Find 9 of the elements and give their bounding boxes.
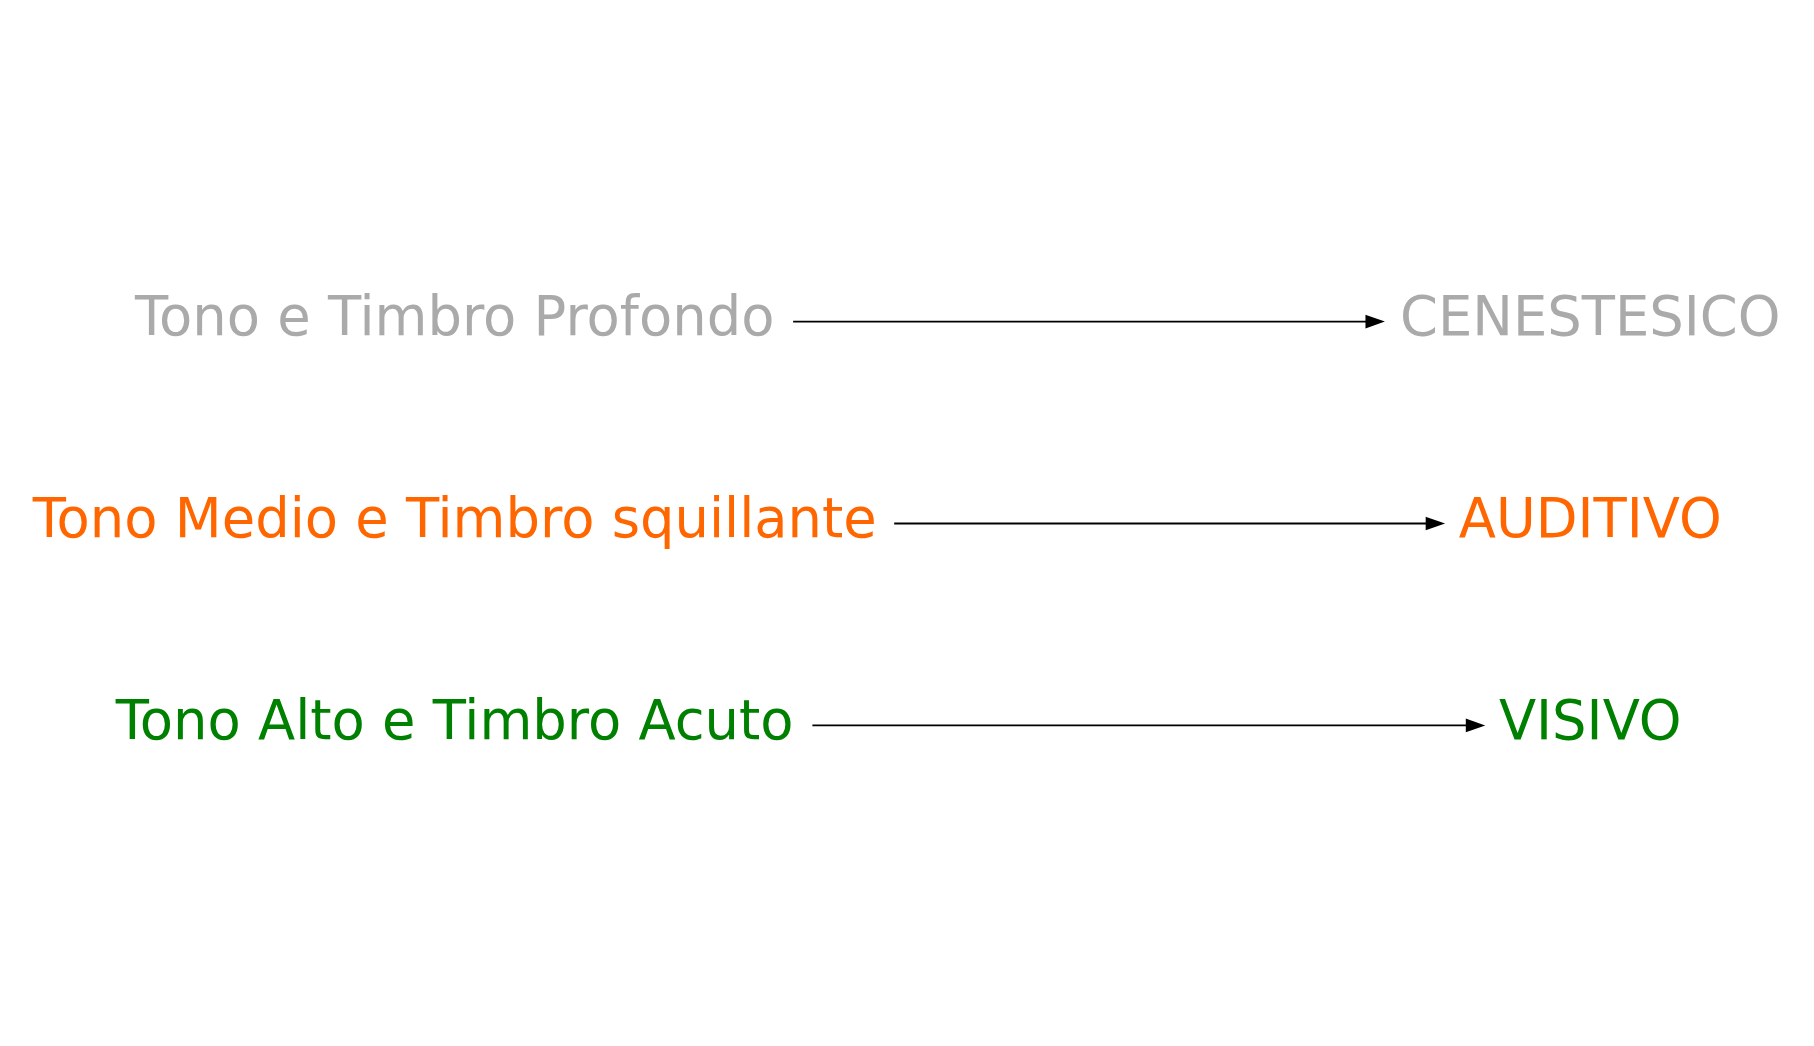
arrow — [893, 516, 1446, 530]
node-text: Tono Alto e Timbro Acuto — [115, 688, 794, 752]
arrow — [792, 314, 1385, 328]
arrow — [811, 718, 1486, 732]
node-text: CENESTESICO — [1400, 284, 1781, 348]
node-text: Tono e Timbro Profondo — [135, 284, 775, 348]
node-text: VISIVO — [1498, 688, 1682, 752]
node-text: AUDITIVO — [1458, 486, 1722, 550]
node-text: Tono Medio e Timbro squillante — [32, 486, 877, 550]
